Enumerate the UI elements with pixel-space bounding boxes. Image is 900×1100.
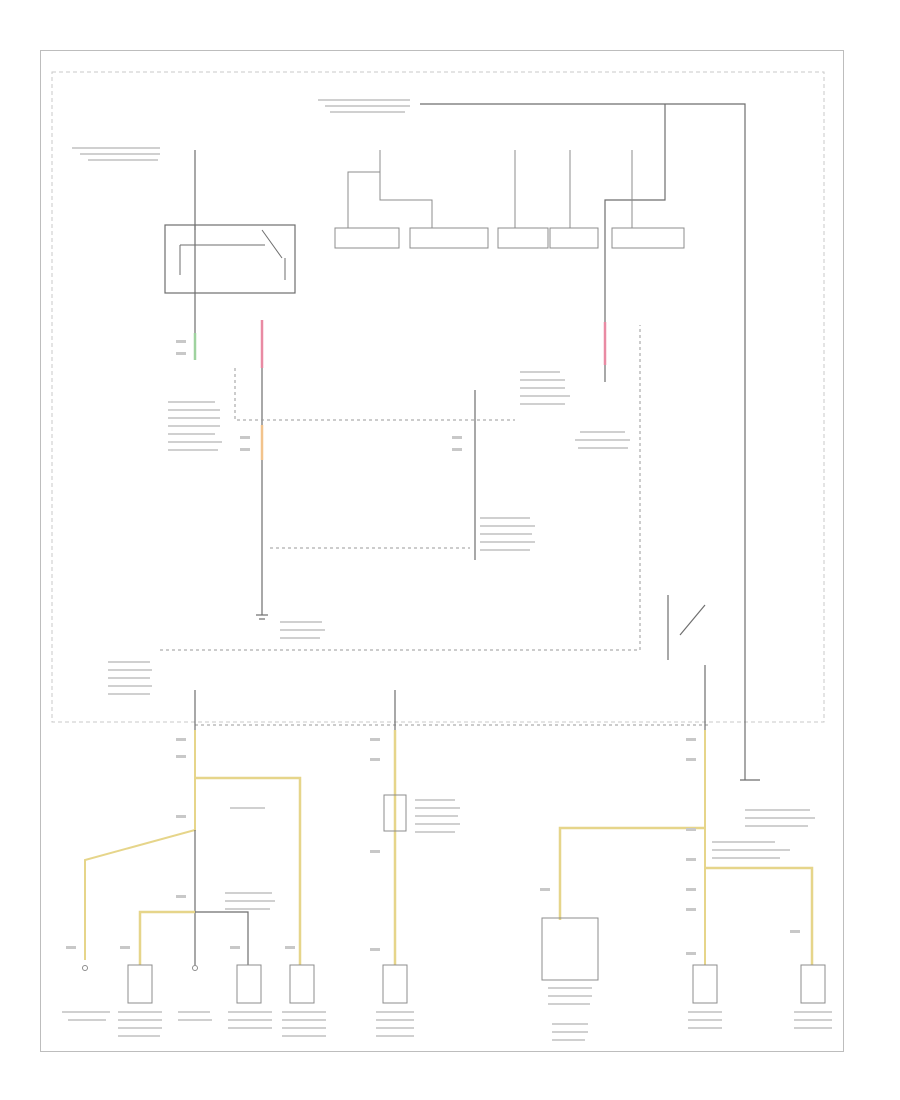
lower-center-harness — [383, 690, 407, 965]
right-side-switch — [667, 595, 706, 850]
lower-right-harness — [541, 730, 814, 981]
relay-box-left — [164, 224, 296, 294]
middle-dashed-boxes — [160, 325, 710, 726]
pin-label-placeholders — [66, 340, 800, 955]
ground-symbols — [256, 600, 760, 781]
bottom-component-row — [82, 964, 826, 1004]
top-connector-row — [334, 150, 685, 249]
lower-left-harness — [84, 690, 302, 965]
top-power-bus — [194, 103, 746, 780]
outer-dashed-border — [51, 71, 825, 723]
diagram-frame — [40, 50, 844, 1052]
label-placeholders — [62, 99, 832, 1041]
